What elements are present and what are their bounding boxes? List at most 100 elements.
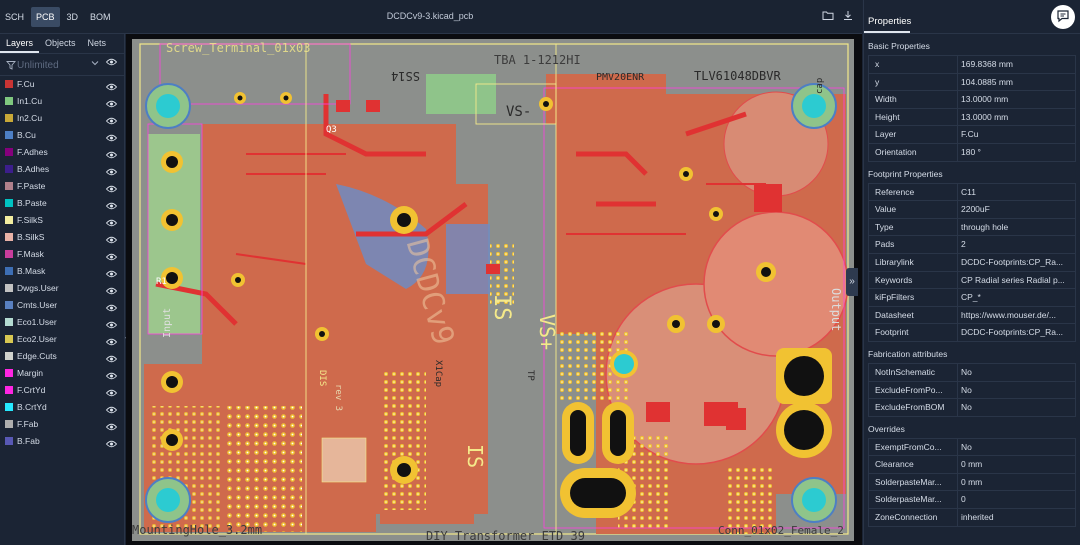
layer-color-swatch[interactable] [5, 318, 13, 326]
eye-icon[interactable] [105, 403, 118, 414]
eye-icon[interactable] [105, 250, 118, 261]
property-row[interactable]: SolderpasteMar...0 mm [869, 473, 1077, 492]
layer-item[interactable]: Edge.Cuts [0, 348, 124, 365]
layer-color-swatch[interactable] [5, 420, 13, 428]
tab-3d[interactable]: 3D [66, 12, 79, 22]
layer-color-swatch[interactable] [5, 80, 13, 88]
layer-color-swatch[interactable] [5, 403, 13, 411]
property-value[interactable]: 0 mm [957, 473, 1077, 491]
layer-item[interactable]: In1.Cu [0, 93, 124, 110]
layer-item[interactable]: F.Paste [0, 178, 124, 195]
folder-icon[interactable] [822, 10, 834, 22]
eye-icon[interactable] [105, 148, 118, 159]
layer-color-swatch[interactable] [5, 233, 13, 241]
layer-item[interactable]: F.Fab [0, 416, 124, 433]
tab-objects[interactable]: Objects [45, 38, 76, 48]
layer-item[interactable]: F.SilkS [0, 212, 124, 229]
layer-color-swatch[interactable] [5, 148, 13, 156]
tab-sch[interactable]: SCH [5, 12, 25, 22]
property-value[interactable]: No [957, 363, 1077, 381]
layer-color-swatch[interactable] [5, 199, 13, 207]
property-value[interactable]: 169.8368 mm [957, 56, 1077, 73]
property-value[interactable]: 13.0000 mm [957, 108, 1077, 126]
layer-color-swatch[interactable] [5, 131, 13, 139]
property-value[interactable]: No [957, 438, 1077, 456]
eye-icon[interactable] [105, 233, 118, 244]
expand-right-icon[interactable]: » [846, 268, 858, 296]
layer-item[interactable]: Eco1.User [0, 314, 124, 331]
property-value[interactable]: No [957, 399, 1077, 417]
property-value[interactable]: inherited [957, 509, 1077, 527]
eye-icon[interactable] [105, 437, 118, 448]
pcb-canvas[interactable]: Screw_Terminal_01x03 TBA 1-1212HI SS14 T… [126, 34, 862, 545]
layer-color-swatch[interactable] [5, 216, 13, 224]
eye-icon[interactable] [105, 420, 118, 431]
layer-color-swatch[interactable] [5, 335, 13, 343]
eye-icon[interactable] [105, 301, 118, 312]
layer-color-swatch[interactable] [5, 386, 13, 394]
property-value[interactable]: DCDC-Footprints:CP_Ra... [957, 324, 1077, 342]
tab-layers[interactable]: Layers [0, 34, 40, 53]
eye-icon-all[interactable] [105, 58, 118, 68]
tab-bom[interactable]: BOM [90, 12, 111, 22]
tab-nets[interactable]: Nets [87, 38, 107, 48]
eye-icon[interactable] [105, 284, 118, 295]
property-value[interactable]: CP Radial series Radial p... [957, 271, 1077, 289]
property-value[interactable]: 0 mm [957, 456, 1077, 474]
layer-color-swatch[interactable] [5, 250, 13, 258]
tab-pcb[interactable]: PCB [31, 7, 60, 27]
eye-icon[interactable] [105, 80, 118, 91]
property-row[interactable]: ExcludeFromPo...No [869, 381, 1075, 400]
eye-icon[interactable] [105, 216, 118, 227]
property-value[interactable]: 104.0885 mm [957, 73, 1077, 91]
property-value[interactable]: 0 [957, 491, 1077, 509]
layer-item[interactable]: F.Cu [0, 76, 124, 93]
layer-item[interactable]: In2.Cu [0, 110, 124, 127]
layer-item[interactable]: B.Fab [0, 433, 124, 450]
property-value[interactable]: F.Cu [957, 126, 1077, 144]
chat-button[interactable] [1051, 5, 1075, 29]
property-value[interactable]: 2200uF [957, 201, 1077, 219]
layer-filter-input[interactable] [17, 57, 89, 73]
layer-color-swatch[interactable] [5, 437, 13, 445]
layer-item[interactable]: B.SilkS [0, 229, 124, 246]
eye-icon[interactable] [105, 165, 118, 176]
layer-item[interactable]: Cmts.User [0, 297, 124, 314]
layer-item[interactable]: F.CrtYd [0, 382, 124, 399]
layer-color-swatch[interactable] [5, 267, 13, 275]
property-value[interactable]: 13.0000 mm [957, 91, 1077, 109]
eye-icon[interactable] [105, 352, 118, 363]
layer-item[interactable]: B.Adhes [0, 161, 124, 178]
layer-color-swatch[interactable] [5, 352, 13, 360]
layer-color-swatch[interactable] [5, 284, 13, 292]
property-value[interactable]: https://www.mouser.de/... [957, 306, 1077, 324]
download-icon[interactable] [842, 10, 854, 22]
eye-icon[interactable] [105, 386, 118, 397]
property-row[interactable]: ExemptFromCo...No [869, 438, 1077, 457]
layer-item[interactable]: Dwgs.User [0, 280, 124, 297]
eye-icon[interactable] [105, 182, 118, 193]
property-value[interactable]: 2 [957, 236, 1077, 254]
layer-item[interactable]: B.Mask [0, 263, 124, 280]
layer-item[interactable]: Margin [0, 365, 124, 382]
property-value[interactable]: DCDC-Footprints:CP_Ra... [957, 253, 1077, 271]
layer-item[interactable]: Eco2.User [0, 331, 124, 348]
eye-icon[interactable] [105, 267, 118, 278]
eye-icon[interactable] [105, 369, 118, 380]
layer-color-swatch[interactable] [5, 165, 13, 173]
property-value[interactable]: through hole [957, 218, 1077, 236]
chevron-down-icon[interactable] [91, 59, 99, 69]
